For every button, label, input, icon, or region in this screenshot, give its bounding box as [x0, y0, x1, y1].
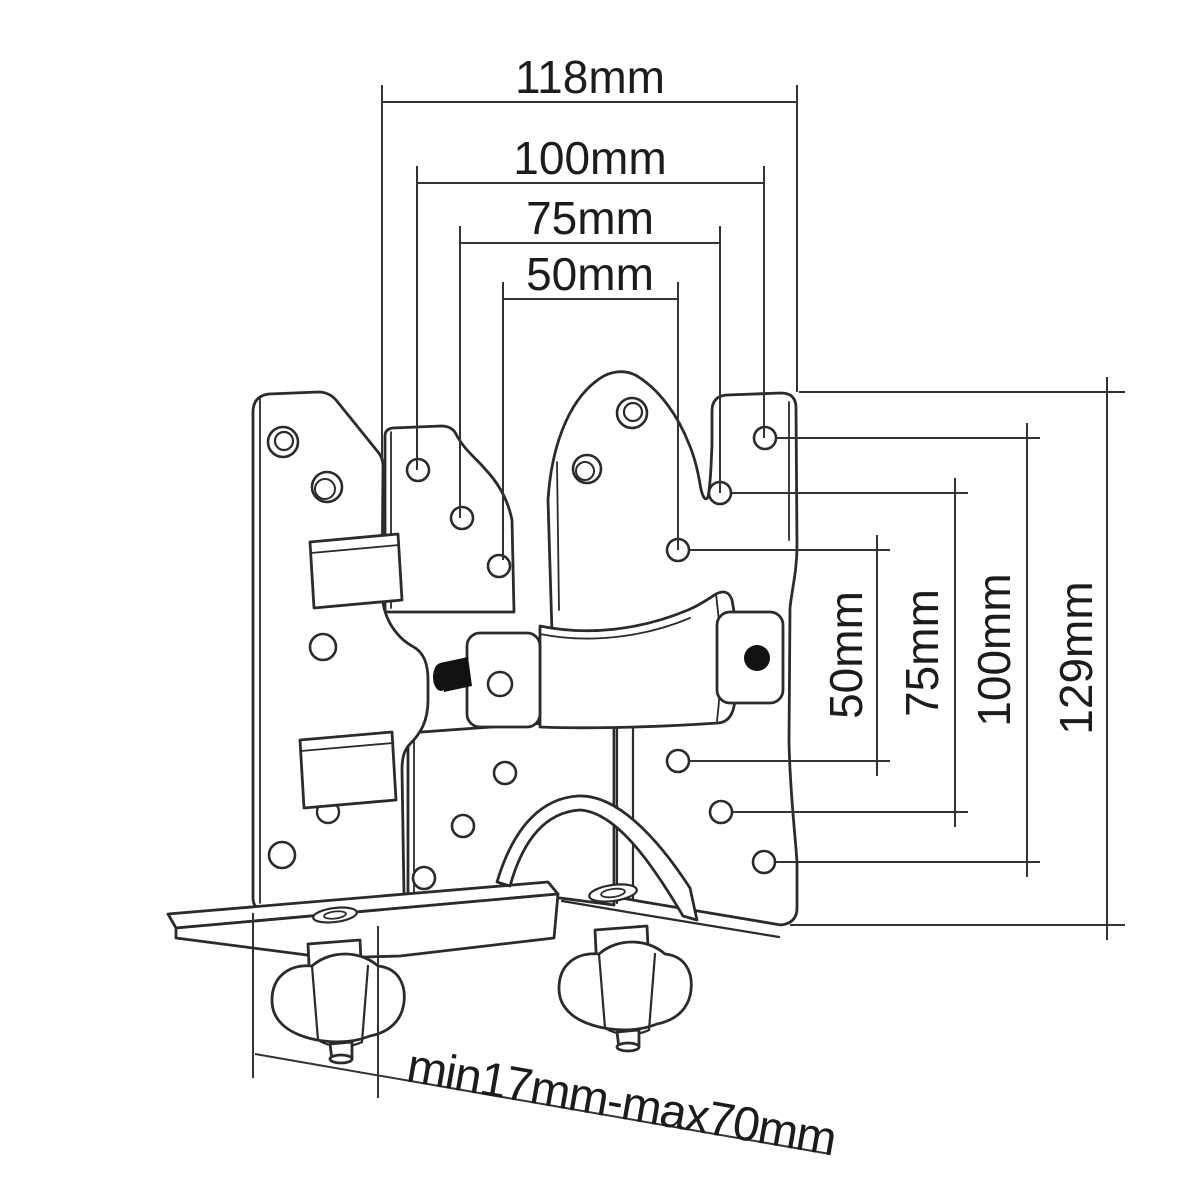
clamp-pin-right [744, 645, 770, 671]
thumbscrew-left [270, 938, 406, 1065]
dim-50mm-right [690, 535, 890, 776]
dim-100mm-right [776, 423, 1040, 877]
hole-middle-6 [411, 865, 437, 891]
spacer-tab-lower [298, 730, 398, 810]
label-clamp-range: min17mm-max70mm [403, 1040, 841, 1167]
middle-plate-tower [383, 424, 516, 614]
dim-100mm-top [416, 166, 765, 470]
label-75mm-top: 75mm [526, 192, 654, 244]
bracket-line-art [166, 370, 799, 1065]
dim-75mm-right [732, 478, 968, 827]
label-50mm-top: 50mm [526, 248, 654, 300]
hole-middle-2 [449, 505, 475, 531]
base-plate [166, 880, 560, 960]
dim-129mm [790, 377, 1125, 940]
dimension-lines [252, 85, 1125, 1155]
hole-vesa75-bottom [708, 799, 734, 825]
label-100mm-top: 100mm [513, 132, 666, 184]
hole-front-low [267, 840, 297, 870]
dimension-labels: 118mm 100mm 75mm 50mm 50mm 75mm 100mm 12… [403, 51, 1102, 1167]
label-129mm: 129mm [1050, 581, 1102, 734]
clamp-ear-right [715, 610, 785, 705]
label-100mm-right: 100mm [968, 573, 1020, 726]
dim-118mm [381, 85, 798, 460]
hole-middle-3 [486, 553, 512, 579]
hole-middle-4 [492, 760, 518, 786]
clamp-ear-left-hole [486, 670, 514, 698]
dim-50mm-top [502, 282, 679, 560]
clamp-ear-left [433, 631, 542, 729]
clamp-saddle-arch [495, 794, 699, 922]
hole-middle-5 [450, 813, 476, 839]
clamp-pin-left-cap [433, 663, 449, 691]
dim-75mm-top [459, 226, 721, 518]
spacer-tab-upper [308, 532, 404, 610]
label-118mm: 118mm [515, 51, 665, 103]
label-75mm-right: 75mm [896, 589, 948, 717]
hole-vesa50-bottom [665, 748, 691, 774]
dim-clamp-range [252, 913, 831, 1155]
thumbscrew-right [557, 924, 693, 1053]
label-50mm-right: 50mm [820, 591, 872, 719]
hole-front-mid [308, 632, 338, 662]
hole-vesa100-bottom [751, 849, 777, 875]
